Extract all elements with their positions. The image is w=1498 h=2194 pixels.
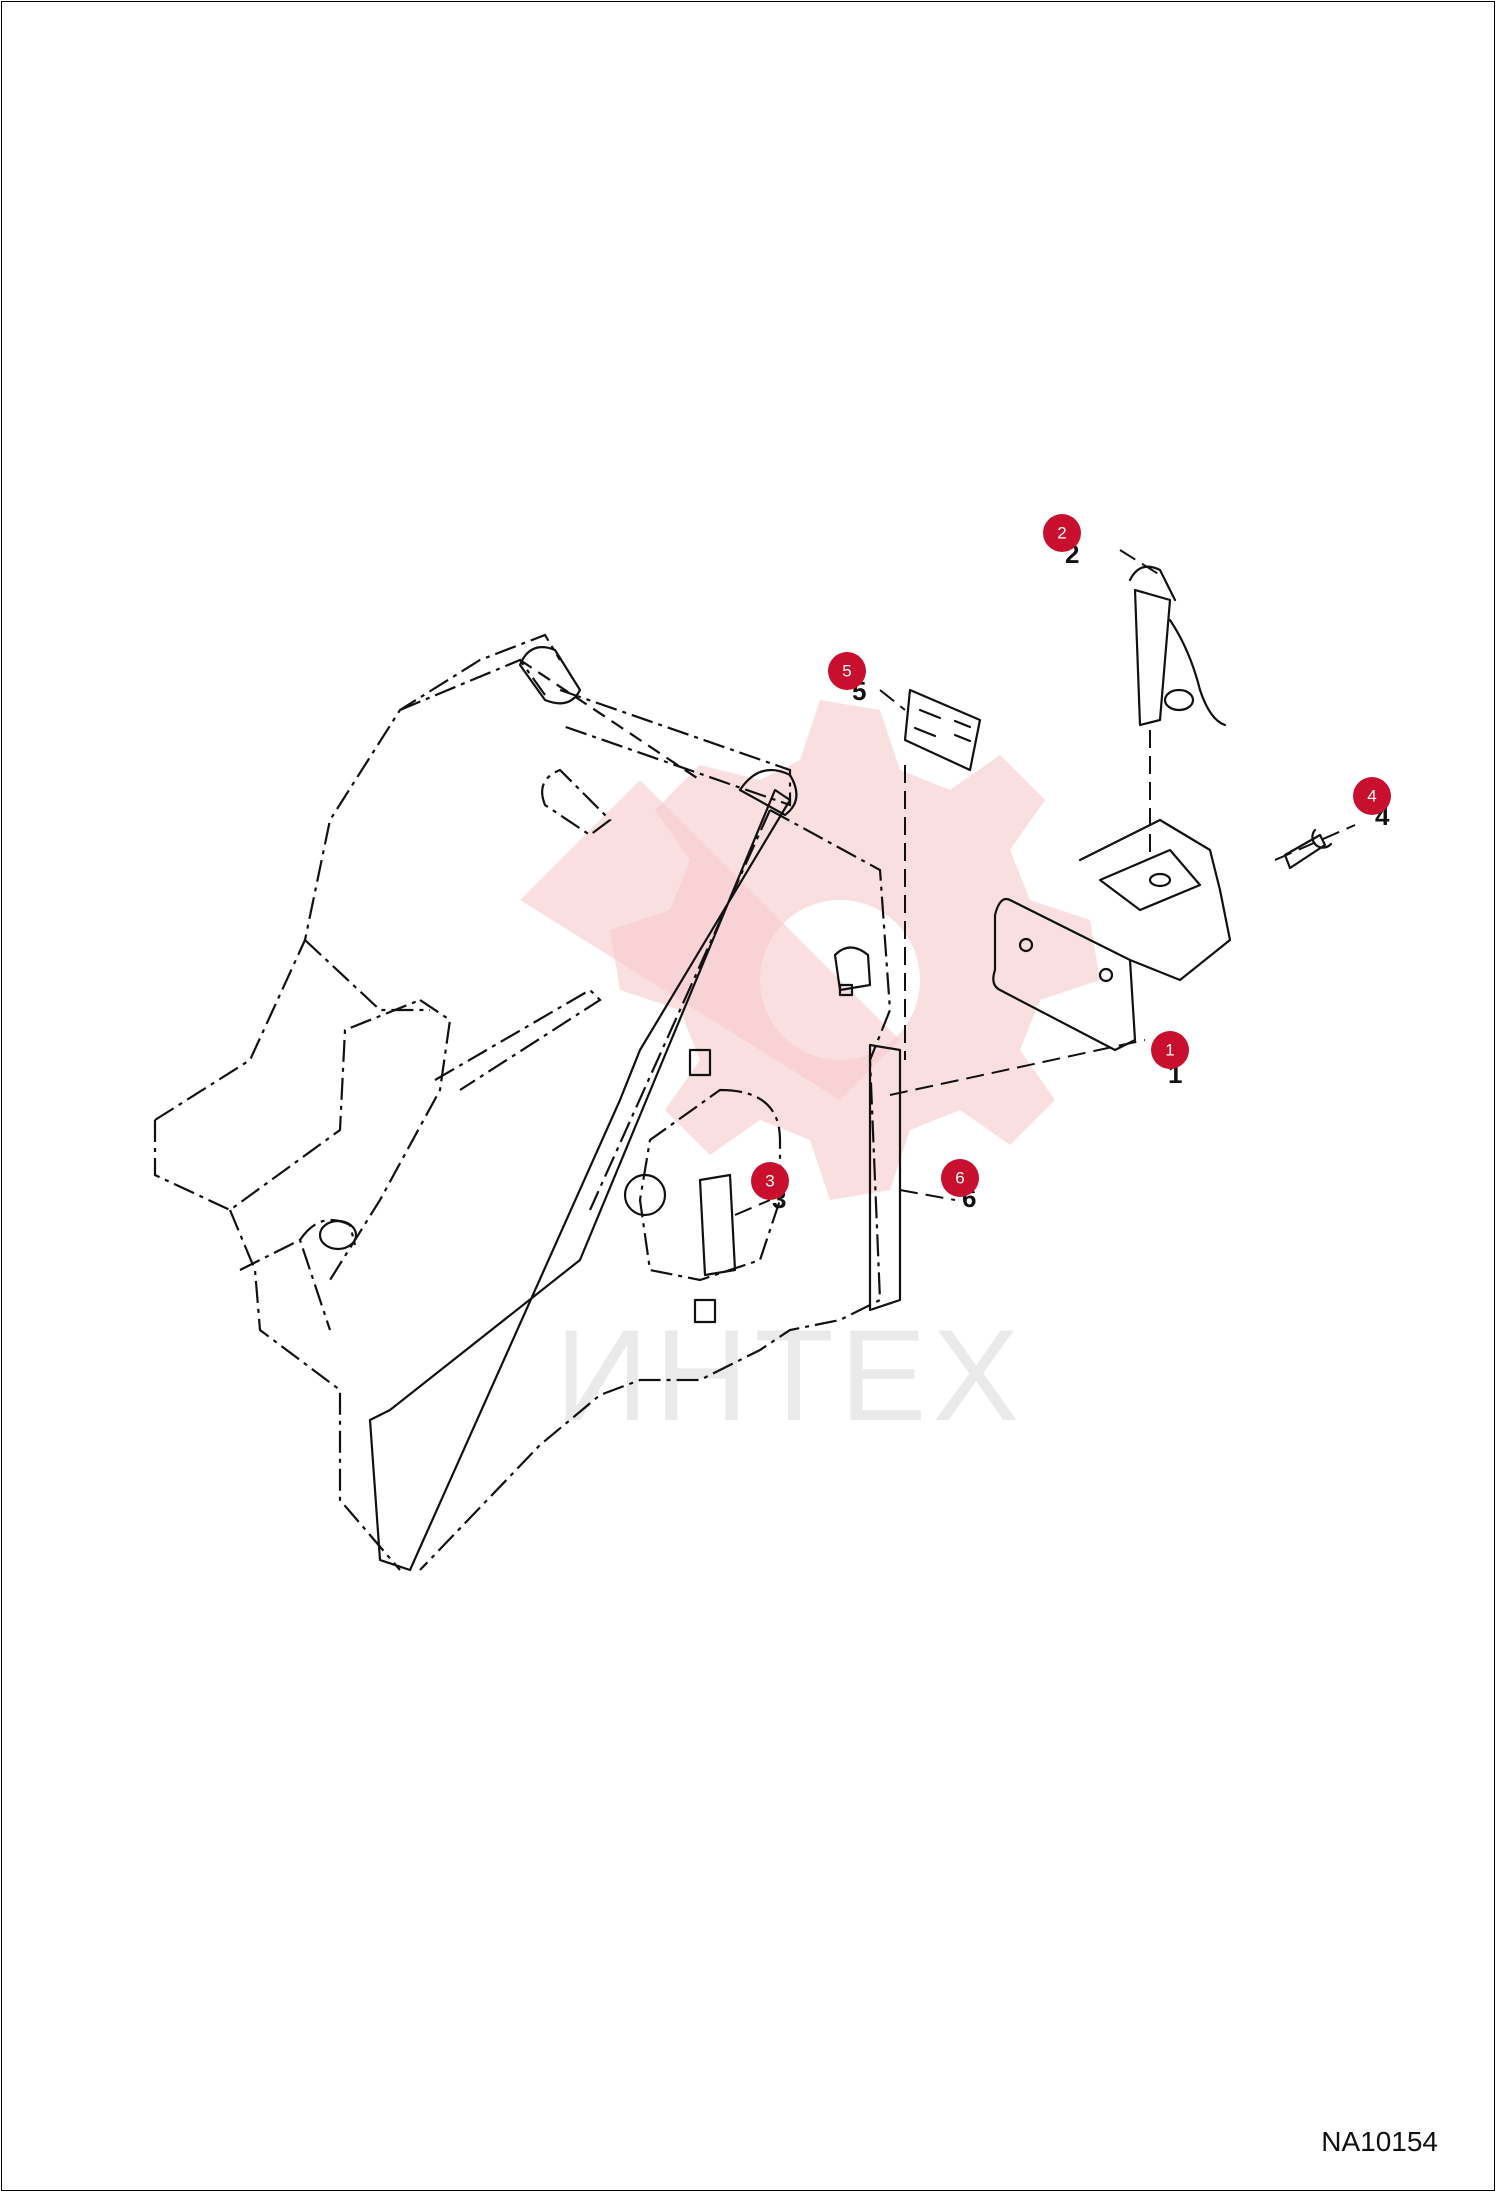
watermark-text: ИНТЕХ — [555, 1302, 1025, 1448]
badge-3[interactable]: 3 — [751, 1162, 789, 1200]
badge-3-label: 3 — [765, 1172, 774, 1191]
badge-1-label: 1 — [1165, 1041, 1174, 1060]
loader-arm-assembly — [153, 633, 902, 1572]
part-2-pin — [1128, 565, 1227, 860]
badge-4-label: 4 — [1367, 787, 1376, 806]
badge-2-label: 2 — [1057, 524, 1066, 543]
badge-6-label: 6 — [955, 1169, 964, 1188]
badge-6[interactable]: 6 — [941, 1159, 979, 1197]
badge-5-label: 5 — [842, 662, 851, 681]
badge-2[interactable]: 2 — [1043, 514, 1081, 552]
watermark: ИНТЕХ — [520, 700, 1100, 1448]
badge-1[interactable]: 1 — [1151, 1031, 1189, 1069]
watermark-gear-icon — [610, 700, 1100, 1200]
badge-5[interactable]: 5 — [828, 652, 866, 690]
watermark-wrench-icon — [520, 780, 900, 1100]
part-4-bolt — [1283, 828, 1333, 870]
leader-lines — [734, 549, 1356, 1216]
drawing-code: NA10154 — [1321, 2126, 1438, 2157]
part-1-hitch — [992, 818, 1232, 1052]
badge-4[interactable]: 4 — [1353, 777, 1391, 815]
part-5-decal — [903, 688, 982, 772]
